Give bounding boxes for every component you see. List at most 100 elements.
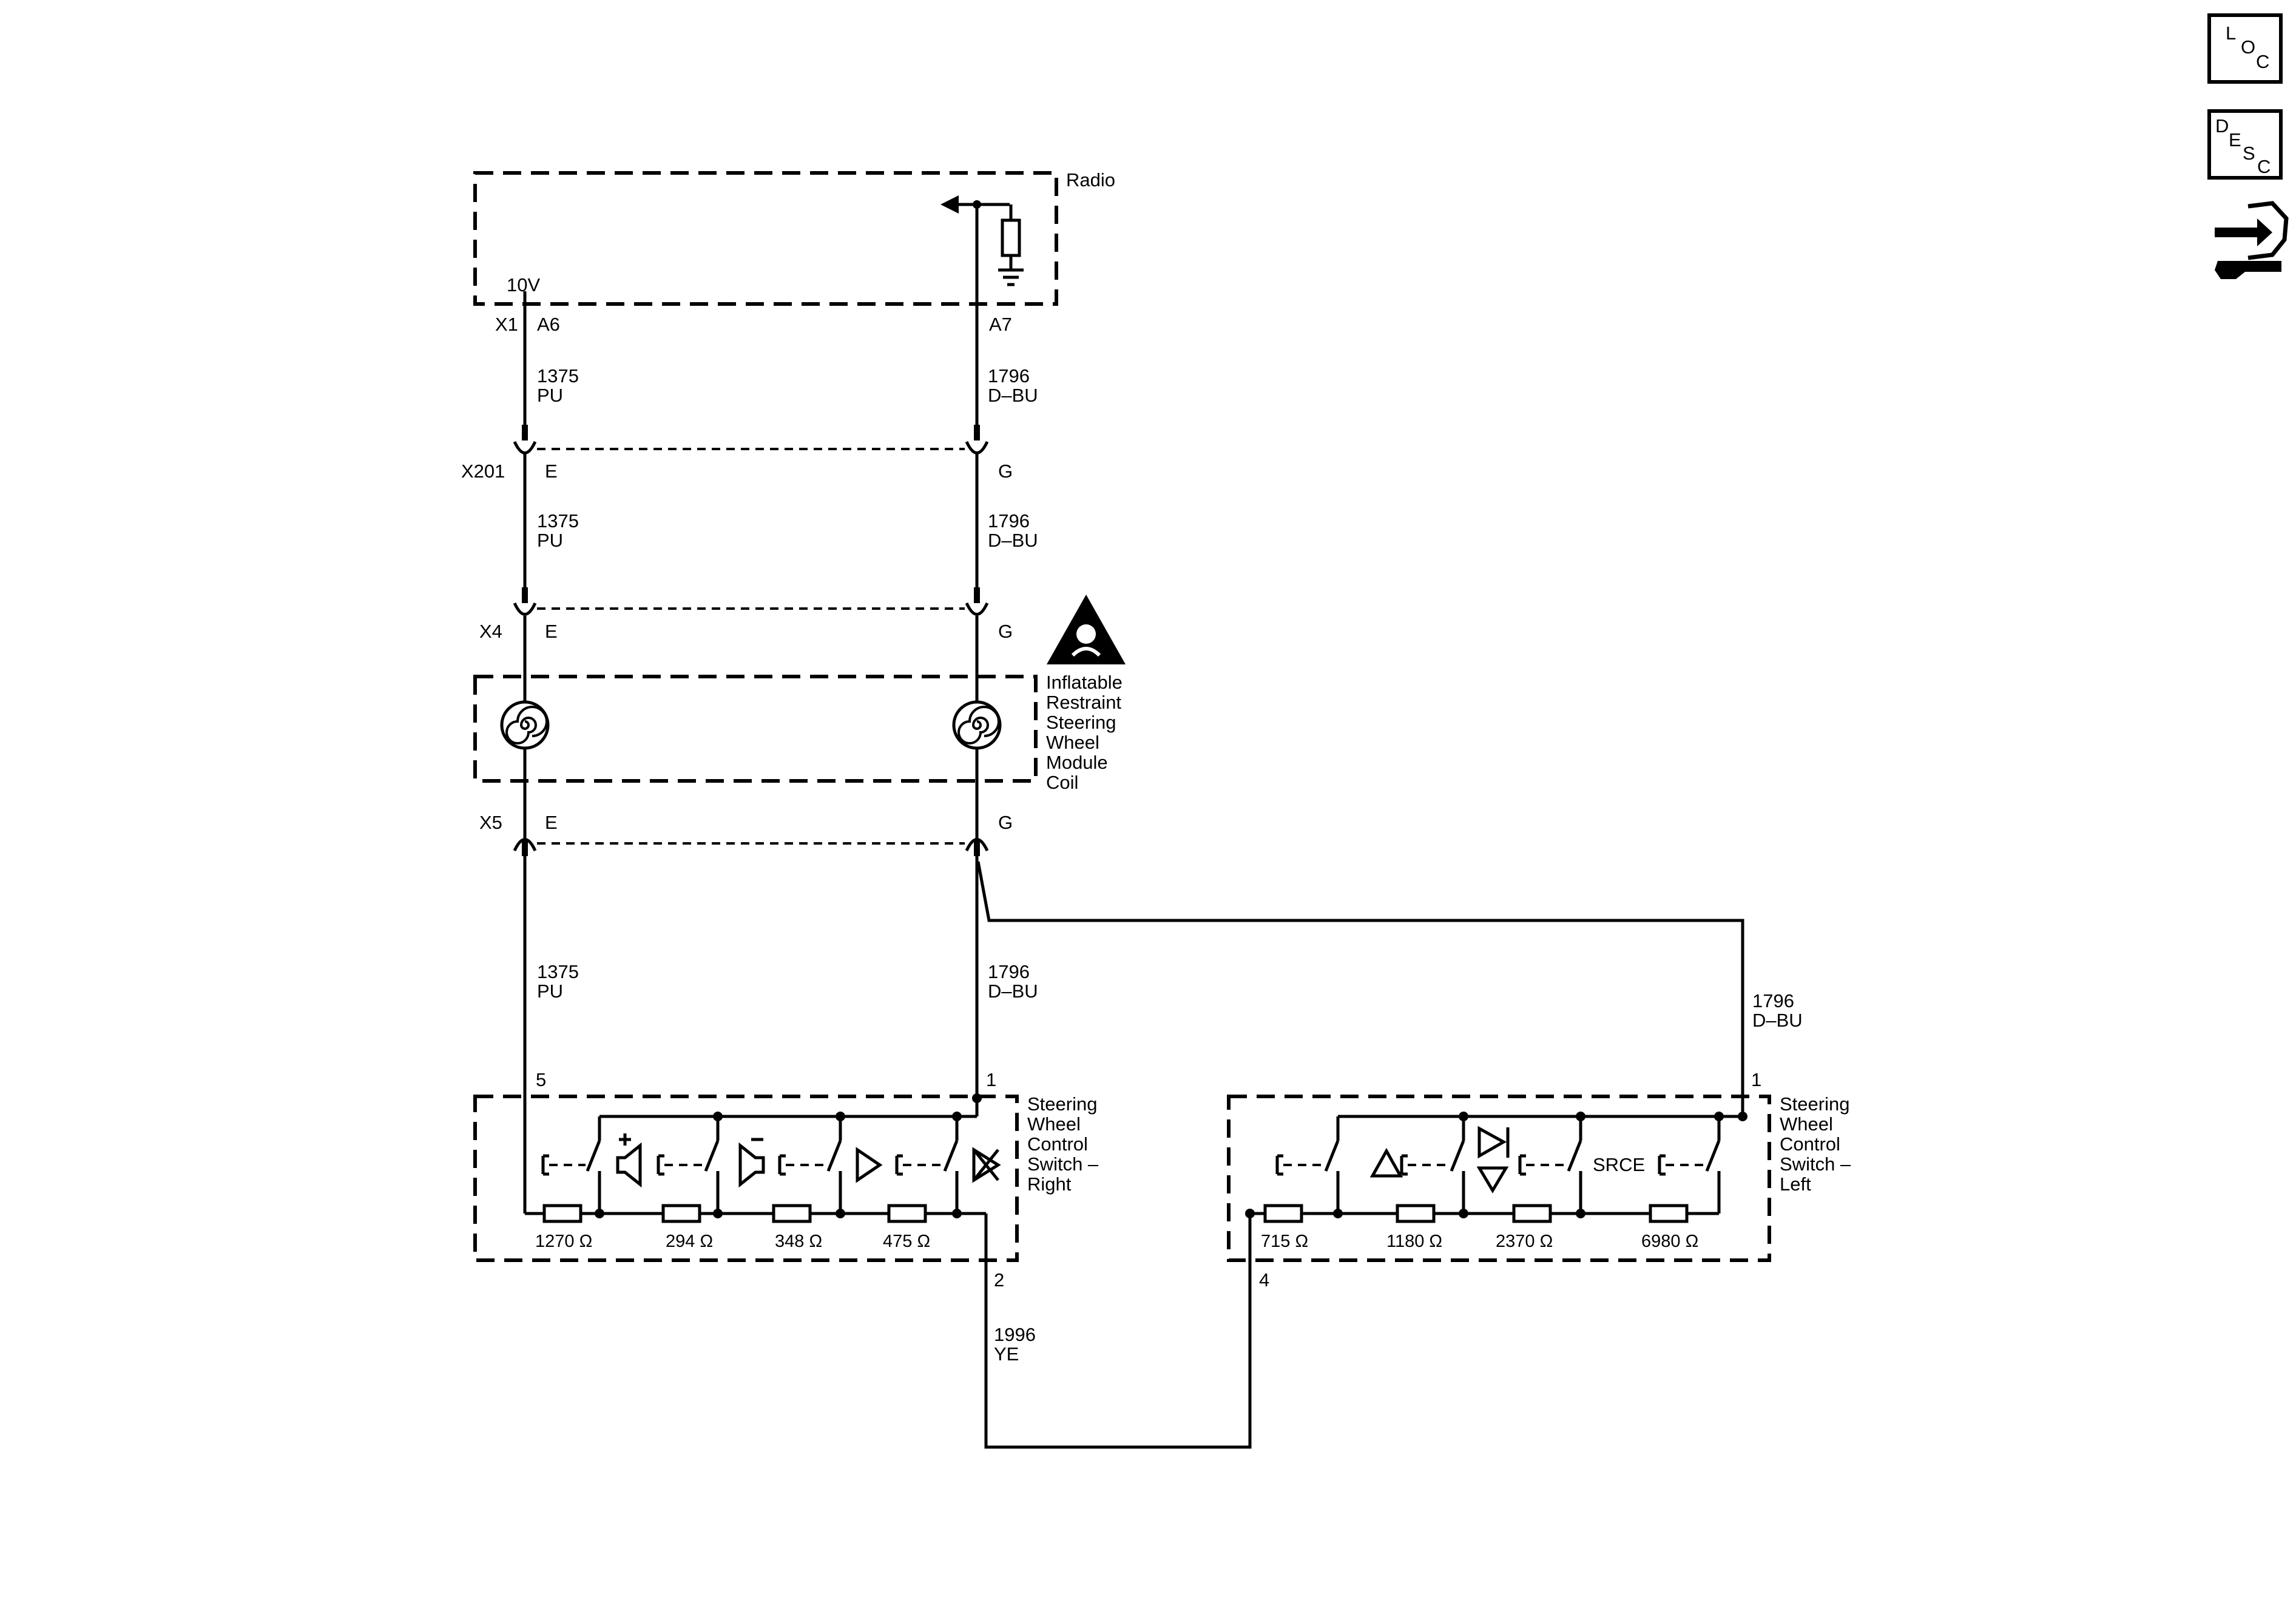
svg-text:C: C	[2256, 51, 2269, 72]
svg-text:Wheel: Wheel	[1780, 1113, 1833, 1135]
svg-text:Left: Left	[1780, 1173, 1811, 1195]
wire-labels-upper: 1375 PU 1796 D–BU	[537, 365, 1038, 406]
coil-spiral-icon	[952, 700, 1002, 750]
svg-text:C: C	[2257, 156, 2271, 177]
switch-left: 1 4 Steering Wheel Control Switch – Left	[1227, 1069, 1851, 1291]
svg-text:1375: 1375	[537, 961, 579, 982]
svg-text:O: O	[2241, 36, 2255, 58]
svg-text:4: 4	[1259, 1269, 1269, 1291]
svg-text:E: E	[545, 812, 558, 833]
svg-text:1: 1	[986, 1069, 996, 1090]
svg-text:PU: PU	[537, 981, 563, 1002]
desc-button[interactable]: D E S C	[2207, 109, 2283, 180]
wire-1996-ye: 1996 YE	[984, 1214, 1252, 1449]
svg-text:L: L	[2226, 22, 2236, 44]
svg-text:PU: PU	[537, 530, 563, 551]
arrow-icon	[940, 195, 959, 214]
resistor-value: 348 Ω	[775, 1232, 822, 1251]
switch-right: 5 1 2 Steering Wheel Control Switch – Ri…	[473, 1069, 1099, 1447]
svg-text:D–BU: D–BU	[988, 530, 1038, 551]
svg-text:Control: Control	[1780, 1133, 1840, 1155]
resistor-value: 475 Ω	[883, 1232, 930, 1251]
connector-x201: X201 E G	[461, 441, 1013, 482]
svg-text:X201: X201	[461, 461, 505, 482]
svg-text:Wheel: Wheel	[1027, 1113, 1081, 1135]
ground-icon	[998, 268, 1024, 286]
resistor-value: 294 Ω	[666, 1232, 713, 1251]
svg-text:E: E	[545, 461, 558, 482]
inflatable-restraint-coil: Inflatable Restraint Steering Wheel Modu…	[473, 672, 1123, 793]
connector-repair-icon[interactable]	[2215, 201, 2289, 279]
resistor	[661, 1204, 701, 1223]
resistor	[542, 1204, 582, 1223]
svg-text:2: 2	[994, 1269, 1004, 1291]
pin-a7-label: A7	[989, 314, 1012, 335]
resistor-value: 2370 Ω	[1496, 1232, 1553, 1251]
svg-text:YE: YE	[994, 1343, 1019, 1365]
svg-text:Right: Right	[1027, 1173, 1072, 1195]
svg-text:S: S	[2243, 143, 2255, 164]
svg-text:1796: 1796	[1752, 990, 1794, 1011]
resistor-value: 1270 Ω	[535, 1232, 592, 1251]
svg-text:Steering: Steering	[1780, 1093, 1849, 1115]
wire-labels-lower: 1375 PU 1796 D–BU 1796 D–BU	[537, 961, 1803, 1031]
connector-x5: X5 E G	[479, 812, 1013, 852]
svg-text:Switch –: Switch –	[1027, 1153, 1099, 1175]
svg-text:D–BU: D–BU	[988, 385, 1038, 406]
svg-text:5: 5	[536, 1069, 546, 1090]
resistor	[1512, 1204, 1552, 1223]
svg-text:1796: 1796	[988, 365, 1030, 387]
airbag-warning-icon	[1047, 595, 1126, 664]
svg-text:X4: X4	[479, 621, 502, 642]
svg-text:D–BU: D–BU	[988, 981, 1038, 1002]
pull-down-resistor	[1001, 218, 1021, 257]
connector-x4: X4 E G	[479, 602, 1013, 642]
resistor	[1649, 1204, 1689, 1223]
volume-up-icon	[616, 1133, 642, 1188]
mute-icon	[972, 1147, 1001, 1183]
wire-1375-pu	[522, 291, 528, 1214]
svg-text:D–BU: D–BU	[1752, 1010, 1803, 1031]
svg-text:E: E	[2229, 129, 2241, 150]
resistor	[887, 1204, 927, 1223]
svg-text:Switch –: Switch –	[1780, 1153, 1851, 1175]
triangle-up-icon	[1369, 1147, 1403, 1178]
svg-text:D: D	[2215, 115, 2229, 137]
svg-text:G: G	[998, 461, 1013, 482]
svg-text:G: G	[998, 621, 1013, 642]
svg-text:X5: X5	[479, 812, 502, 833]
resistor	[1263, 1204, 1303, 1223]
pin-a6-label: A6	[537, 314, 560, 335]
svg-text:E: E	[545, 621, 558, 642]
svg-text:1796: 1796	[988, 961, 1030, 982]
svg-text:PU: PU	[537, 385, 563, 406]
volume-down-icon	[738, 1138, 765, 1188]
svg-text:Restraint: Restraint	[1046, 692, 1121, 713]
resistor-value: 715 Ω	[1261, 1232, 1308, 1251]
svg-text:Module: Module	[1046, 752, 1108, 773]
resistor	[1396, 1204, 1436, 1223]
seek-up-icon	[856, 1147, 883, 1183]
srce-label: SRCE	[1593, 1154, 1645, 1175]
next-prev-icon	[1476, 1126, 1510, 1193]
resistor	[772, 1204, 812, 1223]
svg-text:Steering: Steering	[1046, 712, 1116, 733]
svg-text:Control: Control	[1027, 1133, 1088, 1155]
svg-text:1996: 1996	[994, 1324, 1036, 1345]
svg-text:1796: 1796	[988, 510, 1030, 532]
svg-text:G: G	[998, 812, 1013, 833]
svg-text:Wheel: Wheel	[1046, 732, 1099, 753]
radio-module: Radio 10V	[473, 169, 1115, 306]
svg-text:Coil: Coil	[1046, 772, 1078, 793]
svg-text:1: 1	[1751, 1069, 1761, 1090]
radio-title: Radio	[1066, 169, 1115, 191]
svg-text:Inflatable: Inflatable	[1046, 672, 1123, 693]
wire-labels-middle: 1375 PU 1796 D–BU	[537, 510, 1038, 551]
loc-button[interactable]: L O C	[2207, 13, 2283, 84]
resistor-value: 6980 Ω	[1641, 1232, 1698, 1251]
x1-connector-label: X1	[495, 314, 518, 335]
svg-text:1375: 1375	[537, 365, 579, 387]
resistor-value: 1180 Ω	[1386, 1232, 1442, 1251]
svg-text:Steering: Steering	[1027, 1093, 1097, 1115]
